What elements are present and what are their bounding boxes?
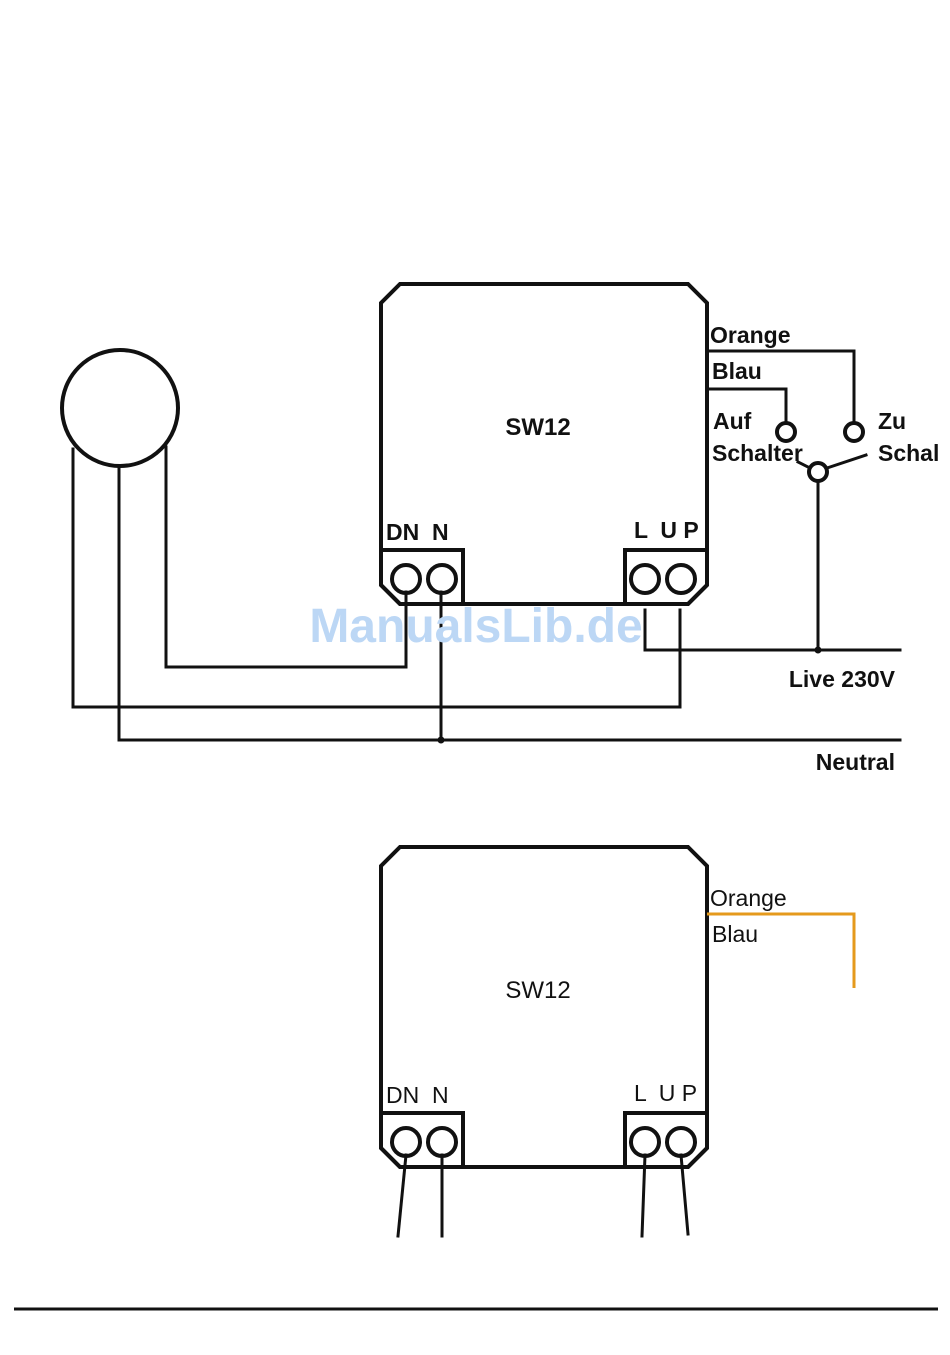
- screw-terminal-icon: [667, 1128, 695, 1156]
- terminal-block-left: [381, 550, 463, 604]
- screw-terminal-icon: [667, 565, 695, 593]
- live-junction-dot: [815, 647, 822, 654]
- live-label: Live 230V: [789, 666, 896, 692]
- wire-label-blau: Blau: [712, 358, 762, 384]
- neutral-label: Neutral: [816, 749, 895, 775]
- device-label: SW12: [505, 414, 570, 441]
- wire-label-orange: Orange: [710, 322, 791, 348]
- terminal-labels-right: L U P: [634, 517, 699, 543]
- screw-terminal-icon: [631, 1128, 659, 1156]
- wire-label-blau: Blau: [712, 921, 758, 947]
- terminal-labels-left: DN N: [386, 1082, 449, 1108]
- sw12-module-top: [381, 284, 707, 604]
- neutral-junction-dot: [438, 737, 445, 744]
- screw-terminal-icon: [392, 565, 420, 593]
- screw-terminal-icon: [428, 1128, 456, 1156]
- terminal-labels-right: L U P: [634, 1080, 697, 1106]
- watermark: ManualsLib.de: [309, 600, 642, 653]
- switch-label-auf-line2: Schalter: [712, 440, 803, 466]
- switch-label-zu-line2: Schal: [878, 440, 939, 466]
- sw12-module-bottom: [381, 847, 707, 1167]
- wire-label-orange: Orange: [710, 885, 787, 911]
- screw-terminal-icon: [631, 565, 659, 593]
- terminal-block-right: [625, 1113, 707, 1167]
- device-label: SW12: [505, 977, 570, 1004]
- terminal-block-left: [381, 1113, 463, 1167]
- top-diagram: SW12 DN N L U P Orange Blau Auf Schalte: [62, 284, 939, 775]
- bottom-diagram: SW12 DN N L U P Orange Blau: [381, 847, 854, 1236]
- live-wire: [645, 610, 900, 650]
- motor-circle-icon: [62, 350, 178, 466]
- screw-terminal-icon: [428, 565, 456, 593]
- switch-label-zu: Zu: [878, 408, 906, 434]
- switch-label-auf: Auf: [713, 408, 752, 434]
- screw-terminal-icon: [392, 1128, 420, 1156]
- terminal-block-right: [625, 550, 707, 604]
- terminal-labels-left: DN N: [386, 519, 449, 545]
